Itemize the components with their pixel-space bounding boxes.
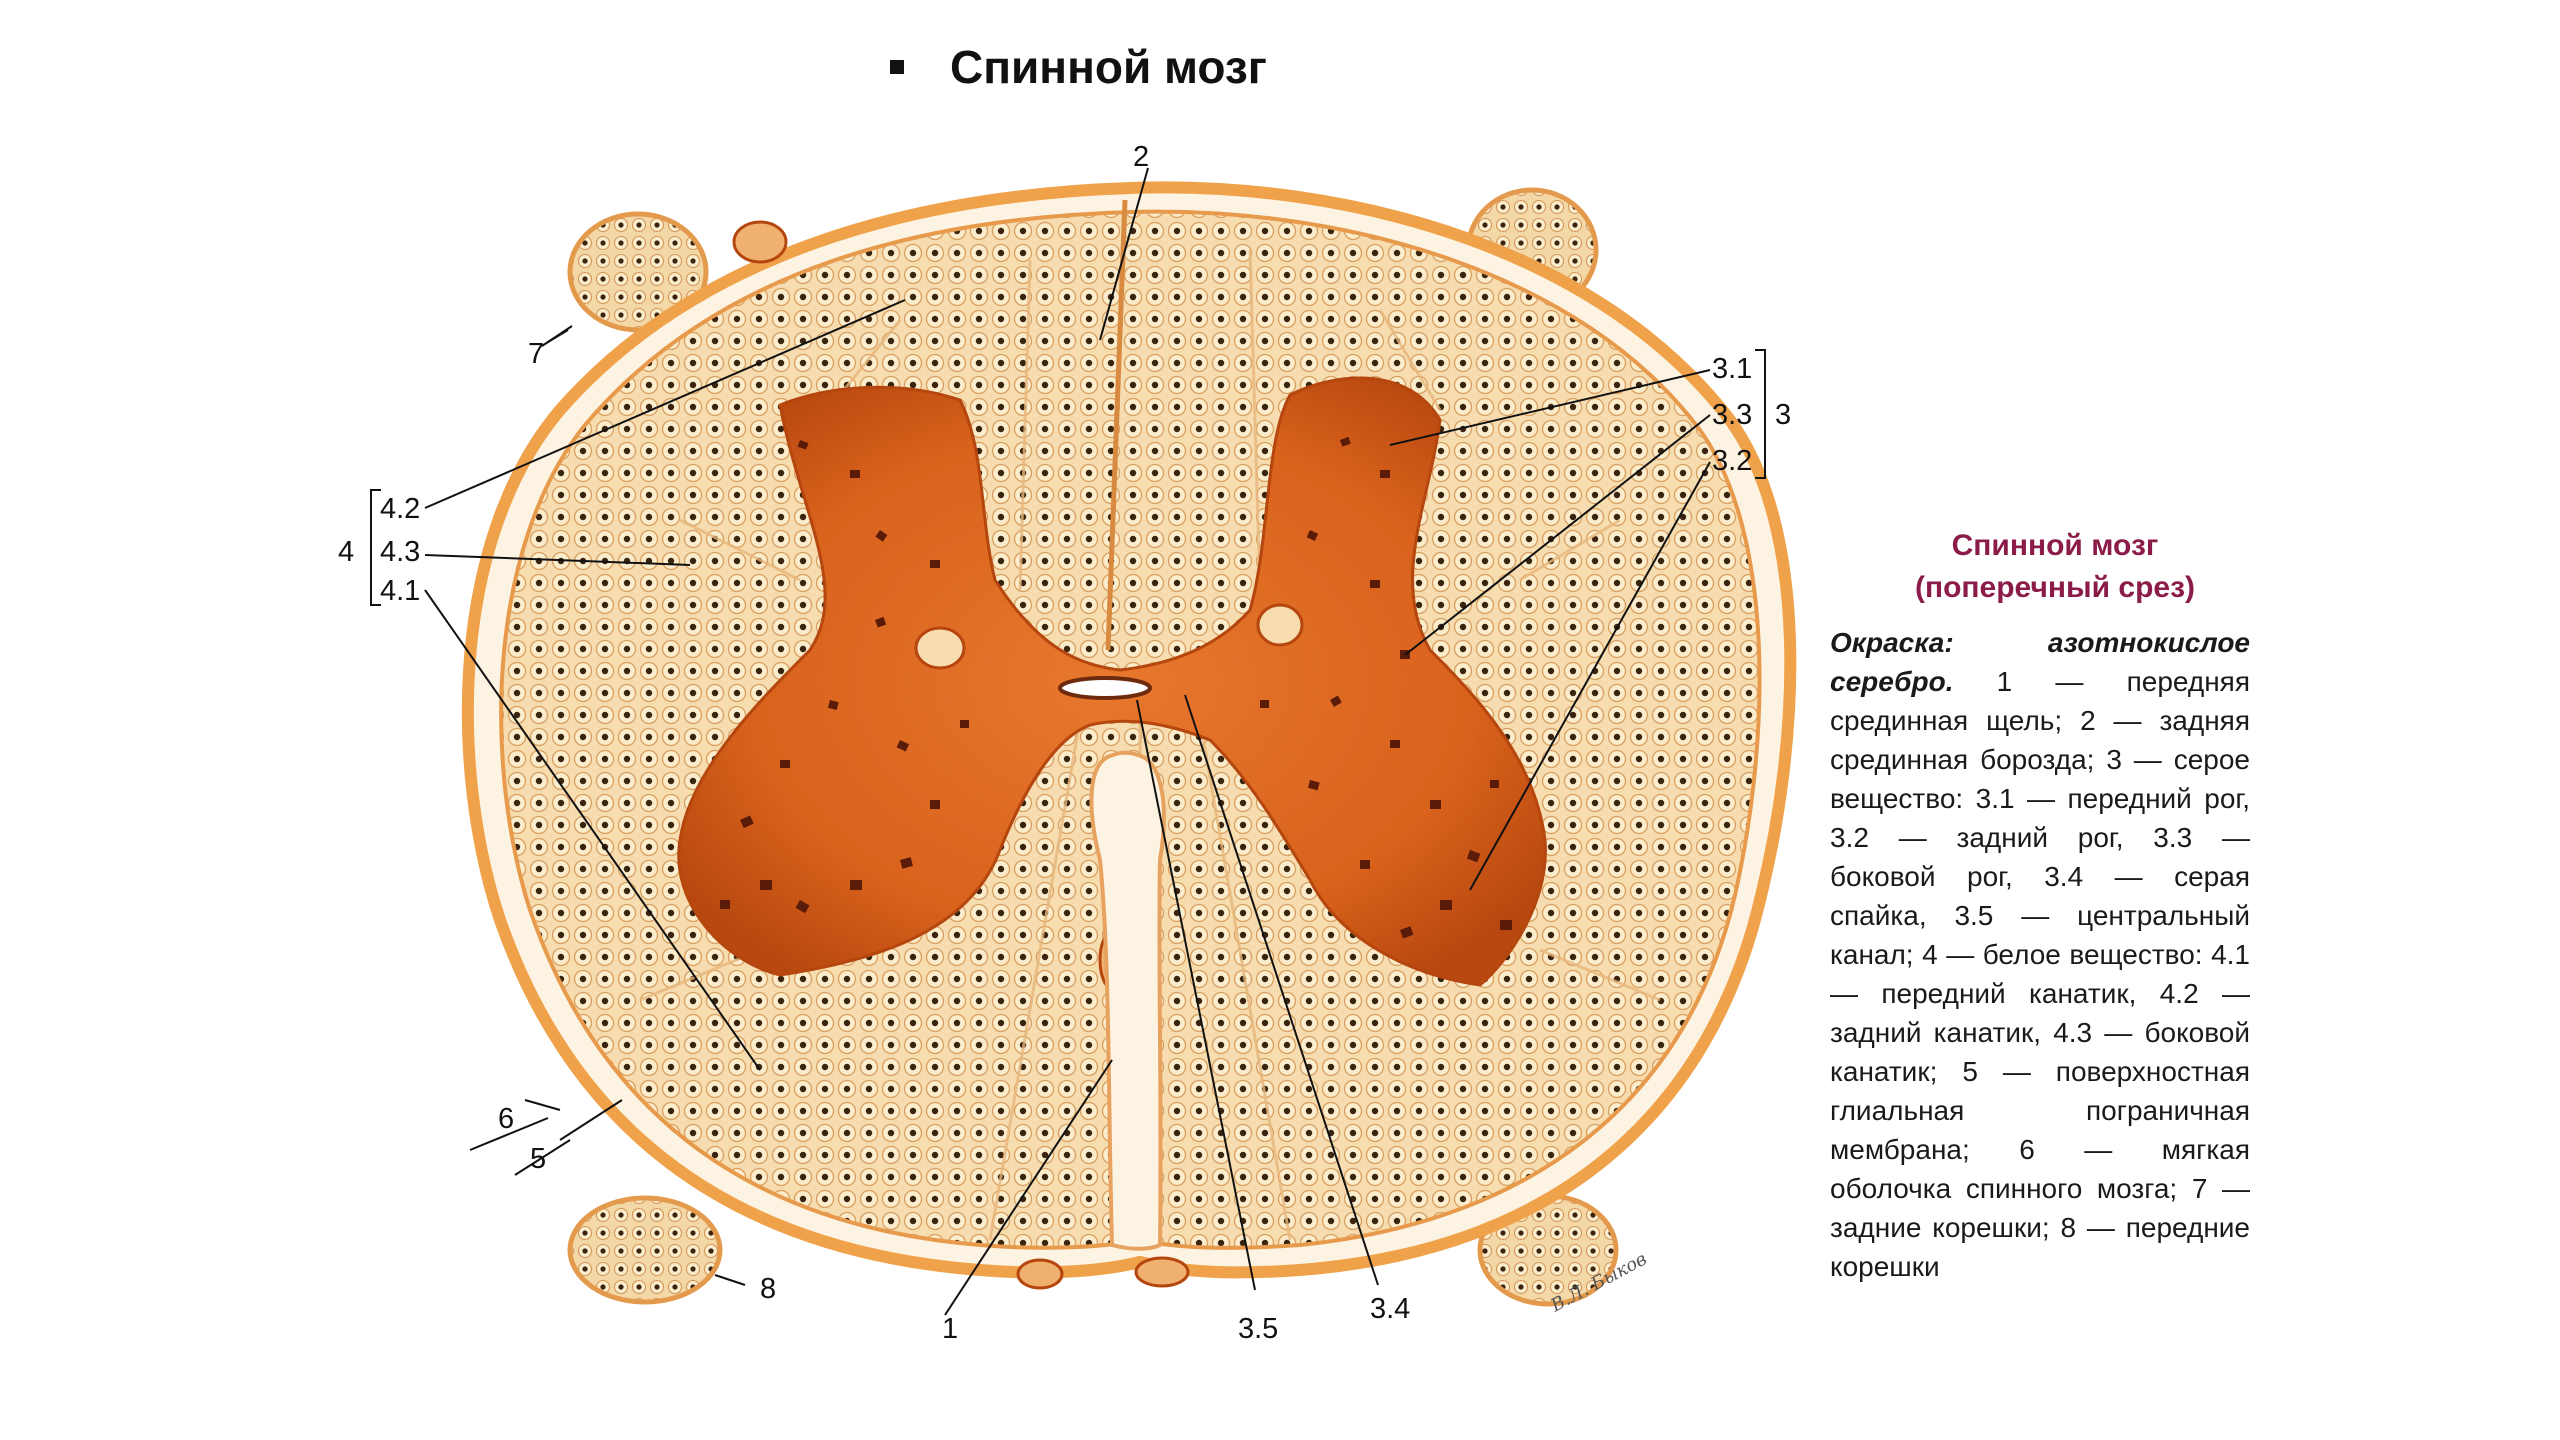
figure-caption: Спинной мозг (поперечный срез) Окраска: … — [1830, 525, 2250, 1286]
label-7: 7 — [528, 338, 544, 370]
label-8: 8 — [760, 1273, 776, 1305]
caption-stain: Окраска: азотнокислое серебро. — [1830, 627, 2250, 697]
caption-title-line2: (поперечный срез) — [1914, 571, 2196, 604]
label-3: 3 — [1775, 399, 1791, 431]
label-2: 2 — [1133, 141, 1149, 173]
central-canal — [1058, 676, 1152, 700]
label-4-1: 4.1 — [380, 575, 420, 607]
posterior-median-septum — [1105, 199, 1128, 651]
label-4-2: 4.2 — [380, 493, 420, 525]
slide-title: Спинной мозг — [950, 41, 1267, 93]
title-bullet — [890, 60, 904, 74]
label-3-4: 3.4 — [1370, 1293, 1410, 1325]
label-3-3: 3.3 — [1712, 399, 1752, 431]
label-3-2: 3.2 — [1712, 445, 1752, 477]
caption-body: Окраска: азотнокислое серебро. 1 — перед… — [1830, 623, 2250, 1286]
caption-legend: 1 — передняя срединная щель; 2 — задняя … — [1830, 666, 2250, 1282]
label-3-5: 3.5 — [1238, 1313, 1278, 1345]
label-1: 1 — [942, 1313, 958, 1345]
neurons — [720, 436, 1512, 939]
label-6: 6 — [498, 1103, 514, 1135]
label-3-1: 3.1 — [1712, 353, 1752, 385]
caption-title-line1: Спинной мозг — [1951, 529, 2159, 562]
leader-lines — [370, 167, 1766, 1316]
label-4: 4 — [338, 536, 354, 568]
anterior-root-left — [567, 1195, 723, 1305]
anterior-median-fissure — [1089, 750, 1166, 1251]
label-5: 5 — [530, 1143, 546, 1175]
caption-title: Спинной мозг (поперечный срез) — [1830, 525, 2250, 609]
label-4-3: 4.3 — [380, 536, 420, 568]
